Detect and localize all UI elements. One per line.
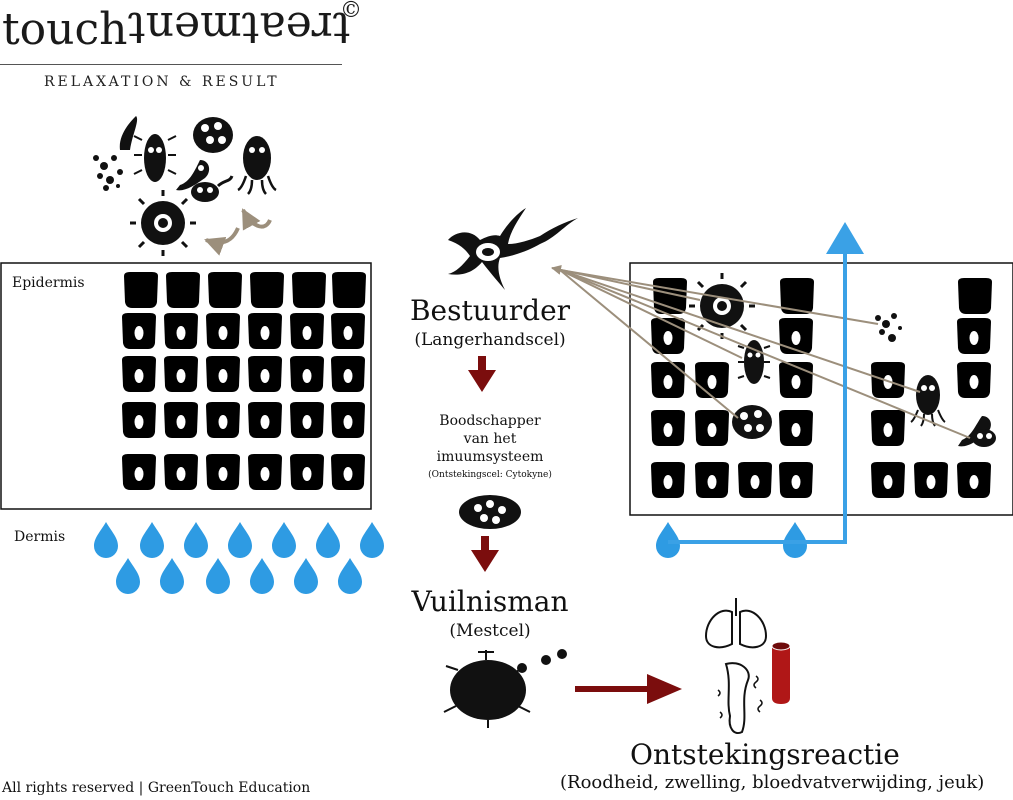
vuilnisman-subtitle: (Mestcel) — [449, 621, 531, 641]
blood-vessel-icon — [771, 641, 791, 704]
lungs-icon — [704, 598, 768, 649]
epidermis-cells — [122, 272, 366, 490]
logo-tagline: RELAXATION & RESULT — [44, 74, 280, 90]
germ-tail-icon — [176, 160, 210, 191]
logo-word-touch: touch — [2, 4, 128, 55]
dots-germ-icon — [93, 155, 123, 191]
ontstekingsreactie-subtitle: (Roodheid, zwelling, bloedvatverwijding,… — [560, 772, 985, 793]
water-drops — [94, 522, 384, 594]
blue-flow-path — [656, 222, 864, 558]
footer-copyright: All rights reserved | GreenTouch Educati… — [2, 780, 311, 796]
boodschapper-note: (Ontstekingscel: Cytokyne) — [428, 470, 552, 480]
epidermis-label: Epidermis — [12, 275, 85, 291]
logo-copyright-symbol: © — [340, 0, 362, 23]
vuilnisman-title: Vuilnisman — [411, 585, 569, 618]
cytokine-icon — [459, 495, 521, 529]
flow-arrow-1 — [468, 356, 496, 392]
right-skin-box — [629, 262, 1013, 516]
ontstekingsreactie-title: Ontstekingsreactie — [630, 738, 900, 771]
boodschapper-line1: Boodschapper — [439, 413, 541, 429]
skin-icon — [717, 662, 763, 734]
virus-icon — [193, 117, 233, 153]
dermis-label: Dermis — [14, 529, 66, 545]
langerhans-cell-icon — [448, 208, 578, 290]
boodschapper-label: Boodschapper van het imuumsysteem — [410, 412, 570, 466]
detection-lines — [551, 265, 971, 439]
germ-tail-icon — [191, 175, 234, 202]
bacteria-icon — [133, 134, 177, 182]
flow-arrow-2 — [471, 536, 499, 572]
germ-legs-icon — [237, 136, 277, 195]
germ-cluster — [93, 116, 277, 256]
boodschapper-line3: imuumsysteem — [436, 449, 544, 465]
left-skin-box — [0, 262, 372, 510]
boodschapper-line2: van het — [463, 431, 517, 447]
mast-cell-icon — [443, 649, 567, 728]
bestuurder-title: Bestuurder — [409, 294, 571, 327]
virus-icon — [130, 190, 196, 256]
bestuurder-subtitle: (Langerhandscel) — [414, 330, 566, 350]
logo-divider — [0, 64, 342, 65]
flow-arrow-3 — [575, 674, 682, 704]
bacteria-icon — [119, 116, 138, 150]
